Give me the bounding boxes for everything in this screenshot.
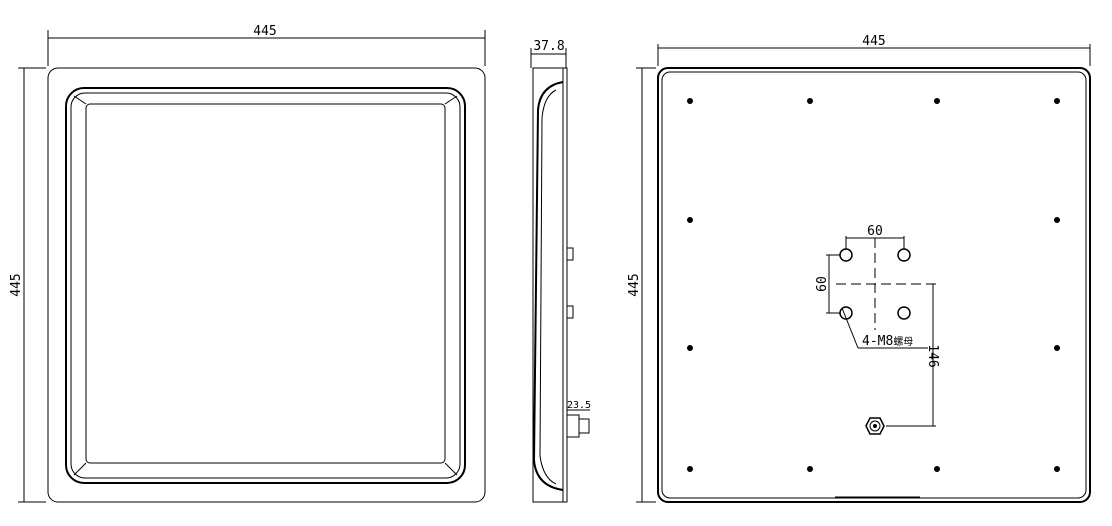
front-corner-line-br — [444, 462, 458, 476]
n-connector-icon — [865, 417, 885, 435]
side-radome-curve — [532, 81, 564, 491]
front-view: 445 445 — [9, 24, 486, 503]
side-view: 37.8 23.5 — [530, 39, 591, 503]
front-corner-line-tl — [73, 95, 87, 105]
side-connector-nut — [578, 418, 590, 434]
mount-hole-icon — [839, 248, 853, 262]
side-connector-label: 23.5 — [567, 400, 591, 411]
hole-callout-label: 4-M8螺母 — [862, 334, 913, 349]
screw-icon — [934, 466, 940, 472]
screw-icon — [1054, 98, 1060, 104]
screw-icon — [687, 466, 693, 472]
front-width-label: 445 — [253, 24, 276, 39]
connector-offset-label: 146 — [925, 344, 940, 367]
hole-h-spacing-label: 60 — [867, 224, 883, 239]
side-mount-stud-upper — [566, 247, 574, 261]
rear-plate-outline — [657, 67, 1091, 503]
front-height-label: 445 — [9, 273, 24, 296]
rear-width-label: 445 — [862, 34, 885, 49]
rear-view: 445 445 60 — [627, 34, 1091, 503]
rear-plate-inner — [661, 71, 1087, 499]
screw-icon — [1054, 217, 1060, 223]
side-body-outline — [532, 67, 563, 503]
side-connector-body — [566, 414, 580, 438]
front-outer-frame — [47, 67, 486, 503]
screw-icon — [807, 466, 813, 472]
mount-hole-icon — [897, 306, 911, 320]
rear-height-label: 445 — [627, 273, 642, 296]
screw-icon — [687, 217, 693, 223]
screw-icon — [1054, 466, 1060, 472]
side-back-plate — [562, 67, 568, 503]
side-radome-inner — [539, 89, 557, 485]
screw-icon — [807, 98, 813, 104]
front-corner-line-tr — [444, 95, 458, 105]
side-mount-stud-lower — [566, 305, 574, 319]
front-radome-face — [85, 103, 446, 464]
screw-icon — [687, 98, 693, 104]
screw-icon — [934, 98, 940, 104]
front-recess-middle — [70, 92, 461, 479]
front-corner-line-bl — [73, 462, 87, 476]
mount-hole-icon — [897, 248, 911, 262]
hole-v-spacing-label: 60 — [815, 276, 830, 292]
front-recess-outer — [65, 87, 466, 484]
screw-icon — [687, 345, 693, 351]
screw-icon — [1054, 345, 1060, 351]
side-depth-label: 37.8 — [533, 39, 564, 54]
hole-callout-leader — [841, 307, 859, 349]
